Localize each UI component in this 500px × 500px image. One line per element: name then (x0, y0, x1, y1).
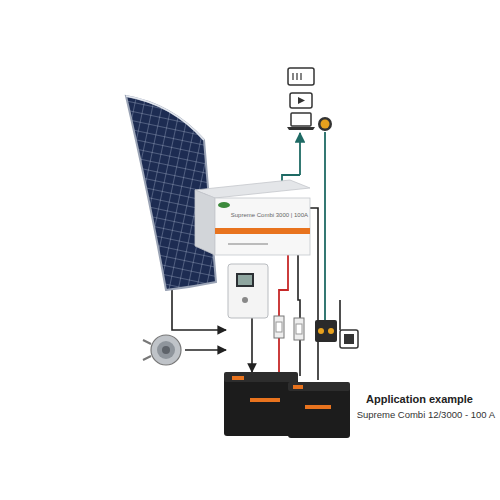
microwave-icon (288, 68, 314, 85)
battery (250, 398, 280, 402)
tv-icon (290, 93, 312, 108)
inverter-charger (195, 180, 310, 198)
battery-switch (328, 328, 334, 334)
charge-controller (236, 273, 254, 287)
fuse (274, 316, 284, 338)
battery (224, 376, 298, 436)
product-label: Supreme Combi 3000 | 100A (231, 212, 308, 219)
battery (288, 382, 350, 438)
battery (288, 382, 350, 391)
tv-icon (290, 93, 312, 108)
battery-switch (315, 320, 337, 342)
fuse (276, 322, 282, 332)
black-wires (251, 318, 253, 372)
charge-controller (242, 297, 248, 303)
inverter-charger (215, 228, 310, 234)
fuse (296, 324, 302, 334)
battery-monitor (344, 334, 354, 344)
battery-monitor (340, 330, 358, 348)
battery-monitor (340, 330, 358, 348)
title: Application example (366, 393, 473, 406)
teal-wires (324, 132, 326, 320)
microwave-icon (293, 73, 301, 80)
inverter-charger (228, 243, 268, 245)
laptop-icon (287, 113, 315, 130)
black-wires (185, 349, 226, 351)
microwave-icon (288, 68, 314, 85)
solar-panel (126, 96, 216, 290)
caption: Supreme Combi 12/3000 - 100 A (357, 410, 495, 421)
battery (232, 376, 244, 380)
battery-switch (318, 328, 324, 334)
gauge (318, 117, 332, 131)
alternator (162, 346, 170, 354)
charge-controller (228, 264, 268, 318)
inverter-charger (195, 180, 310, 255)
gauge (318, 117, 332, 131)
fuse (274, 316, 284, 338)
laptop-icon (291, 113, 311, 126)
battery-switch (315, 320, 337, 342)
solar-panel (126, 96, 216, 290)
alternator (143, 340, 151, 360)
tv-icon (298, 97, 305, 104)
alternator (151, 335, 181, 365)
laptop-icon (287, 127, 315, 130)
alternator (157, 341, 175, 359)
battery (293, 385, 303, 389)
inverter-charger (195, 190, 215, 255)
alternator (143, 335, 181, 365)
red-wire (279, 252, 288, 378)
charge-controller (238, 275, 252, 285)
teal-wires (299, 133, 301, 175)
red-wire (279, 252, 288, 378)
black-wires (172, 290, 226, 330)
inverter-charger (215, 198, 310, 255)
fuse (294, 318, 304, 340)
inverter-charger (218, 202, 230, 208)
black-wires (339, 300, 341, 330)
gauge (321, 120, 330, 129)
battery (305, 405, 331, 409)
battery (288, 386, 350, 438)
battery (224, 372, 298, 382)
battery (224, 372, 298, 436)
charge-controller (228, 264, 268, 318)
solar-panel (126, 96, 204, 140)
black-wires (298, 252, 300, 376)
fuse (294, 318, 304, 340)
